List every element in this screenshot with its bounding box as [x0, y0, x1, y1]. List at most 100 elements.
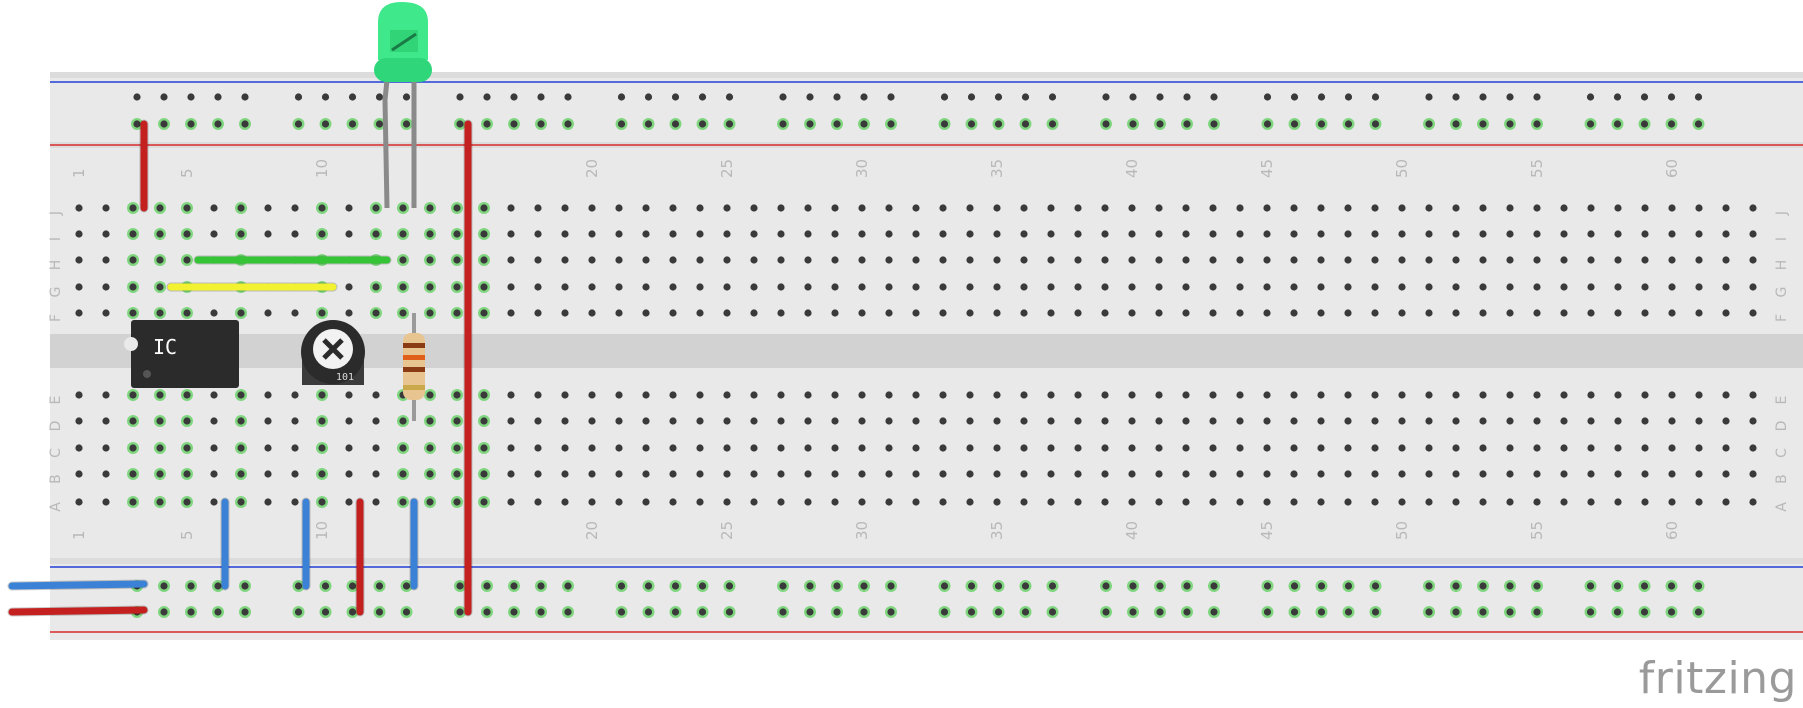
- rail-hole: [1344, 120, 1353, 128]
- hole: [561, 256, 569, 264]
- hole: [1722, 204, 1730, 212]
- hole: [1020, 283, 1028, 291]
- hole: [858, 470, 866, 478]
- rail-hole: [1317, 608, 1326, 616]
- rail-hole: [617, 120, 626, 128]
- column-number-label: 25: [718, 159, 736, 178]
- hole: [1641, 498, 1649, 506]
- rail-hole: [1344, 93, 1353, 101]
- hole: [831, 309, 839, 317]
- hole: [1236, 498, 1244, 506]
- rail-hole: [1021, 93, 1030, 101]
- rail-hole: [940, 608, 949, 616]
- hole: [858, 230, 866, 238]
- hole: [1479, 256, 1487, 264]
- rail-hole: [1290, 608, 1299, 616]
- hole: [1587, 256, 1595, 264]
- hole: [588, 391, 596, 399]
- hole: [1020, 204, 1028, 212]
- hole: [561, 230, 569, 238]
- hole: [1182, 470, 1190, 478]
- rail-hole: [321, 93, 330, 101]
- rail-hole: [698, 93, 707, 101]
- hole: [102, 417, 110, 425]
- hole: [237, 498, 245, 506]
- hole: [1722, 256, 1730, 264]
- hole: [1425, 283, 1433, 291]
- rail-hole: [1156, 120, 1164, 128]
- hole: [1290, 256, 1298, 264]
- hole: [480, 498, 488, 506]
- hole: [1398, 283, 1406, 291]
- hole: [777, 391, 785, 399]
- hole: [1668, 444, 1676, 452]
- rail-hole: [187, 582, 195, 590]
- hole: [264, 230, 272, 238]
- hole: [588, 204, 596, 212]
- rail-hole: [1129, 582, 1137, 590]
- rail-hole: [617, 582, 626, 590]
- hole: [642, 498, 650, 506]
- hole: [534, 230, 542, 238]
- rail-hole: [967, 93, 976, 101]
- rail-hole: [1667, 582, 1676, 590]
- hole: [885, 391, 893, 399]
- rail-hole: [1263, 93, 1272, 101]
- rail-hole: [214, 608, 222, 616]
- hole: [831, 417, 839, 425]
- rail-hole: [510, 608, 518, 616]
- column-number-label: 55: [1528, 159, 1546, 178]
- column-number-label: 40: [1123, 521, 1141, 540]
- hole: [1317, 391, 1325, 399]
- hole: [210, 444, 218, 452]
- hole: [237, 391, 245, 399]
- hole: [831, 283, 839, 291]
- rail-hole: [537, 120, 545, 128]
- rail-hole: [1694, 93, 1703, 101]
- hole: [1479, 230, 1487, 238]
- rail-hole: [1371, 120, 1380, 128]
- hole: [534, 256, 542, 264]
- rail-hole: [725, 120, 734, 128]
- hole: [426, 417, 434, 425]
- hole: [1317, 283, 1325, 291]
- hole: [966, 498, 974, 506]
- hole: [156, 283, 164, 291]
- hole: [1668, 230, 1676, 238]
- hole: [1506, 444, 1514, 452]
- hole: [1479, 470, 1487, 478]
- hole: [1614, 444, 1622, 452]
- hole: [1047, 230, 1055, 238]
- rail-hole: [294, 120, 303, 128]
- hole: [750, 204, 758, 212]
- rail-hole: [1586, 582, 1595, 590]
- hole: [588, 444, 596, 452]
- hole: [318, 309, 326, 317]
- hole: [1263, 470, 1271, 478]
- hole: [453, 256, 461, 264]
- hole: [1371, 256, 1379, 264]
- hole: [1263, 283, 1271, 291]
- hole: [1668, 470, 1676, 478]
- hole: [399, 283, 407, 291]
- hole: [264, 498, 272, 506]
- hole: [480, 256, 488, 264]
- hole: [615, 444, 623, 452]
- rail-hole: [1452, 93, 1460, 101]
- hole: [507, 309, 515, 317]
- hole: [642, 204, 650, 212]
- hole: [1452, 444, 1460, 452]
- fritzing-logo: fritzing: [1638, 653, 1797, 704]
- hole: [1695, 498, 1703, 506]
- hole: [129, 444, 137, 452]
- column-number-label: 30: [853, 521, 871, 540]
- rail-hole: [887, 93, 895, 101]
- hole: [237, 309, 245, 317]
- hole: [561, 498, 569, 506]
- hole: [750, 444, 758, 452]
- column-number-label: 20: [583, 159, 601, 178]
- hole: [939, 498, 947, 506]
- rail-hole: [1613, 120, 1622, 128]
- row-letter-label: A: [48, 502, 64, 512]
- row-letter-label: G: [1774, 287, 1790, 298]
